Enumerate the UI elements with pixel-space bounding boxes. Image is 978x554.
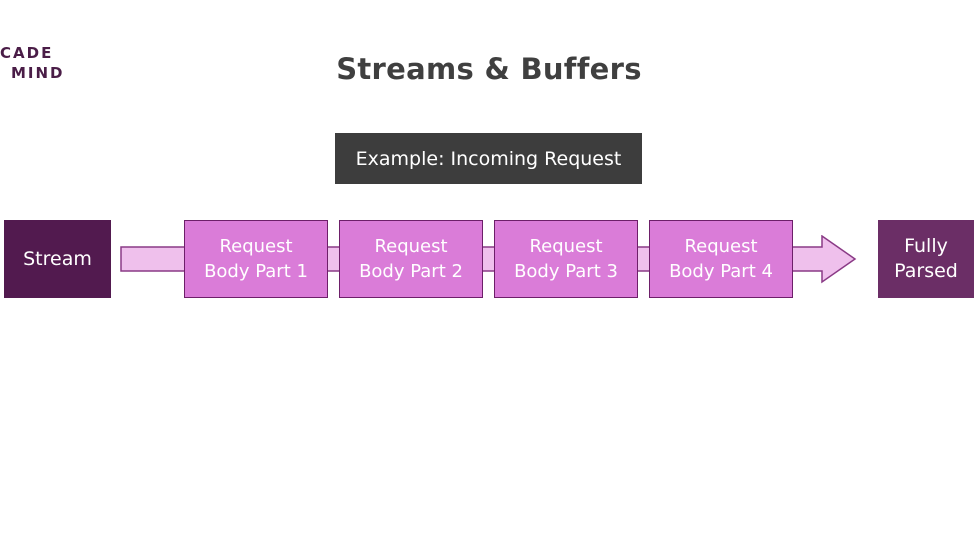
fully-parsed-box: Fully Parsed	[878, 220, 974, 298]
stream-label: Stream	[23, 248, 92, 270]
example-label-box: Example: Incoming Request	[335, 133, 642, 184]
parsed-line-2: Parsed	[894, 260, 958, 282]
part-3-line-2: Body Part 3	[514, 261, 618, 282]
part-1-line-1: Request	[219, 236, 293, 257]
logo-line-1: CADE	[0, 44, 54, 62]
request-body-part-2: Request Body Part 2	[339, 220, 483, 298]
stream-box: Stream	[4, 220, 111, 298]
request-body-part-3: Request Body Part 3	[494, 220, 638, 298]
parsed-line-1: Fully	[904, 235, 948, 257]
slide-title: Streams & Buffers	[336, 52, 642, 86]
request-body-part-1: Request Body Part 1	[184, 220, 328, 298]
part-4-line-2: Body Part 4	[669, 261, 773, 282]
part-1-line-2: Body Part 1	[204, 261, 308, 282]
part-2-line-2: Body Part 2	[359, 261, 463, 282]
request-body-part-4: Request Body Part 4	[649, 220, 793, 298]
part-4-line-1: Request	[684, 236, 758, 257]
logo-line-2: MIND	[11, 64, 65, 82]
example-label: Example: Incoming Request	[355, 147, 622, 170]
part-2-line-1: Request	[374, 236, 448, 257]
part-3-line-1: Request	[529, 236, 603, 257]
